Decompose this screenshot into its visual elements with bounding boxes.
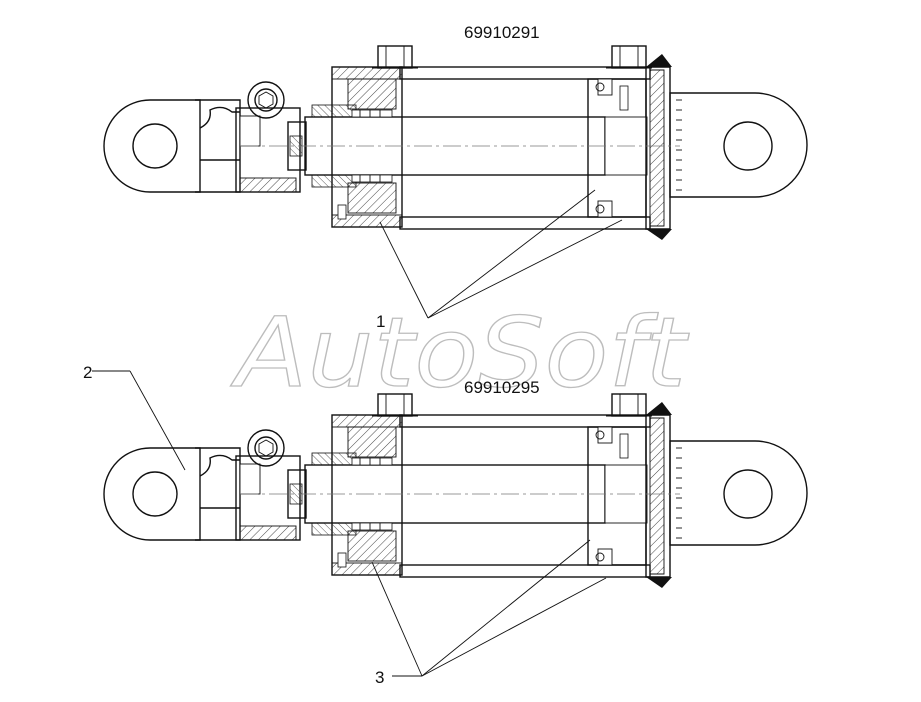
callout-3-label: 3 xyxy=(375,668,384,687)
callout-3: 3 xyxy=(371,539,607,687)
part-number-bottom: 69910295 xyxy=(464,378,540,397)
callout-2-label: 2 xyxy=(83,363,92,382)
callout-1-label: 1 xyxy=(376,312,385,331)
cylinder-top xyxy=(103,45,808,241)
cylinder-bottom xyxy=(103,393,808,589)
callout-1: 1 xyxy=(376,189,623,331)
part-number-top: 69910291 xyxy=(464,23,540,42)
watermark: AutoSoft xyxy=(229,297,689,409)
callout-2: 2 xyxy=(83,363,186,471)
